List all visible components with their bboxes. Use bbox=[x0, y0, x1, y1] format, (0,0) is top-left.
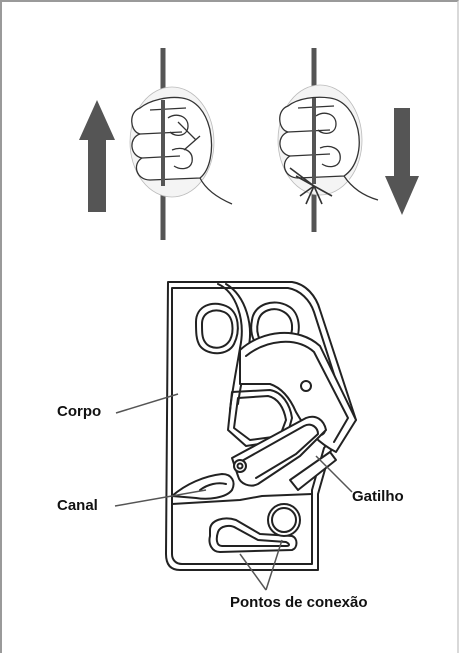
right-hand-drawing bbox=[278, 85, 378, 200]
left-hand-drawing bbox=[130, 87, 232, 204]
label-channel: Canal bbox=[57, 497, 98, 514]
descender-device bbox=[166, 282, 356, 570]
label-connection-points: Pontos de conexão bbox=[230, 594, 368, 611]
up-arrow-icon bbox=[79, 100, 115, 212]
label-trigger: Gatilho bbox=[352, 488, 404, 505]
down-arrow-icon bbox=[385, 108, 419, 215]
top-illustrations bbox=[79, 48, 419, 240]
label-body: Corpo bbox=[57, 403, 101, 420]
